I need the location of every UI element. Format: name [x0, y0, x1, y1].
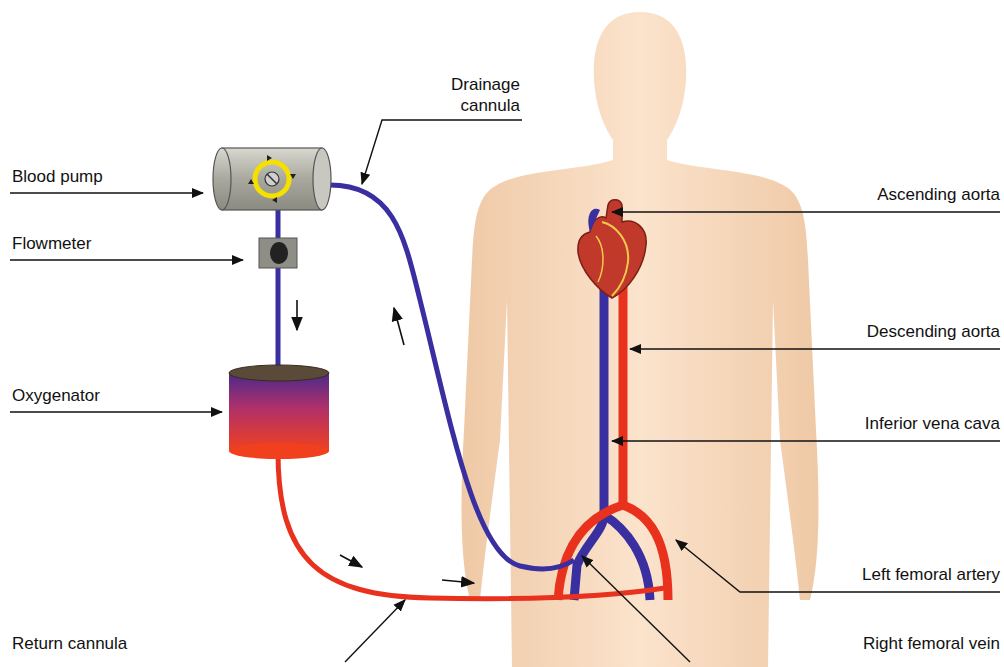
leader-line: [676, 540, 1000, 592]
leader-line: [582, 556, 690, 662]
flow-arrow: [340, 555, 362, 567]
part-label: Flowmeter: [12, 233, 91, 254]
leader-line: [10, 192, 203, 193]
return-tube: [278, 452, 665, 599]
leader-line: [10, 259, 243, 260]
descending-aorta: [619, 280, 628, 505]
part-label: Ascending aorta: [877, 184, 1000, 205]
part-label: Left femoral artery: [862, 564, 1000, 585]
part-label: Return cannula: [12, 633, 127, 654]
drainage-tube: [330, 185, 574, 569]
vein-branch: [604, 515, 650, 600]
leader-line: [10, 411, 222, 412]
pump-to-oxygenator-tube: [276, 210, 281, 372]
part-label: Descending aorta: [867, 321, 1000, 342]
part-label: Right femoral vein: [863, 633, 1000, 654]
flow-arrow: [296, 300, 298, 330]
blood-pump: [213, 148, 331, 210]
part-label: Drainage cannula: [410, 74, 520, 116]
leader-line: [362, 120, 522, 184]
leader-line: [612, 440, 1000, 441]
leader-line: [612, 211, 1000, 212]
inferior-vena-cava: [574, 280, 604, 600]
left-femoral-artery: [623, 505, 668, 600]
flow-arrow: [442, 580, 474, 583]
flow-arrow: [394, 308, 404, 345]
part-label: Inferior vena cava: [865, 413, 1000, 434]
oxygenator: [229, 365, 329, 459]
leader-line: [345, 600, 405, 662]
heart: [578, 200, 646, 298]
part-label: Blood pump: [12, 166, 103, 187]
flowmeter: [259, 238, 297, 268]
leader-line: [630, 348, 1000, 349]
part-label: Oxygenator: [12, 385, 100, 406]
